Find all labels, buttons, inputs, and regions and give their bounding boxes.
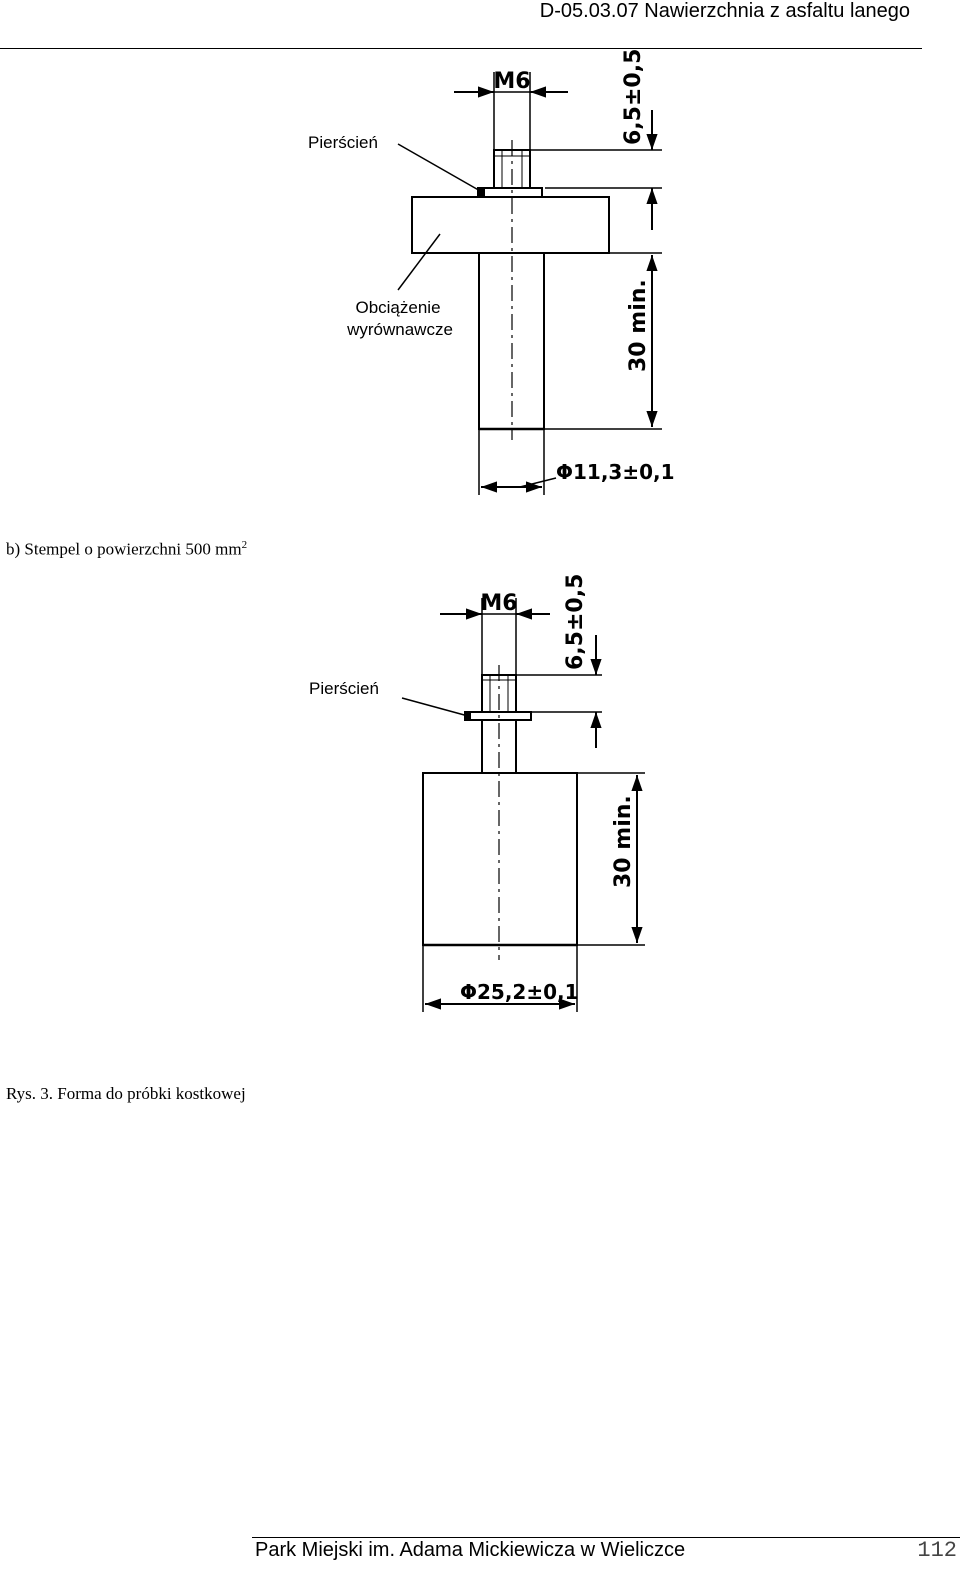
stamp-b-caption-text: b) Stempel o powierzchni 500 mm: [6, 539, 242, 559]
height-tolerance-label-b: 6,5±0,5: [563, 574, 588, 670]
ring-label-b: Pierścień: [309, 679, 379, 698]
superscript-exponent: 2: [241, 539, 248, 551]
diameter-label-b: Φ25,2±0,1: [460, 980, 579, 1004]
height-tolerance-label-a: 6,5±0,5: [621, 49, 646, 145]
stamp-a-drawing: [397, 72, 662, 495]
document-code-title: D-05.03.07 Nawierzchnia z asfaltu lanego: [539, 0, 910, 22]
page-header: D-05.03.07 Nawierzchnia z asfaltu lanego: [0, 0, 922, 49]
page-number: 112: [917, 1538, 957, 1563]
page-footer: Park Miejski im. Adama Mickiewicza w Wie…: [252, 1537, 960, 1573]
footer-park-name: Park Miejski im. Adama Mickiewicza w Wie…: [255, 1539, 686, 1561]
length-label-b: 30 min.: [611, 795, 636, 888]
diameter-label-a: Φ11,3±0,1: [556, 460, 675, 484]
length-label-a: 30 min.: [626, 279, 651, 372]
thread-label-b: M6: [480, 591, 517, 616]
load-label-line1: Obciążenie: [355, 298, 440, 317]
ring-label-a: Pierścień: [308, 133, 378, 152]
stamp-b-drawing: [401, 598, 645, 1012]
thread-label-a: M6: [493, 69, 530, 94]
load-label-line2: wyrównawcze: [346, 320, 453, 339]
figure-caption: Rys. 3. Forma do próbki kostkowej: [6, 1084, 246, 1103]
stamp-b-caption: b) Stempel o powierzchni 500 mm2: [6, 539, 247, 560]
